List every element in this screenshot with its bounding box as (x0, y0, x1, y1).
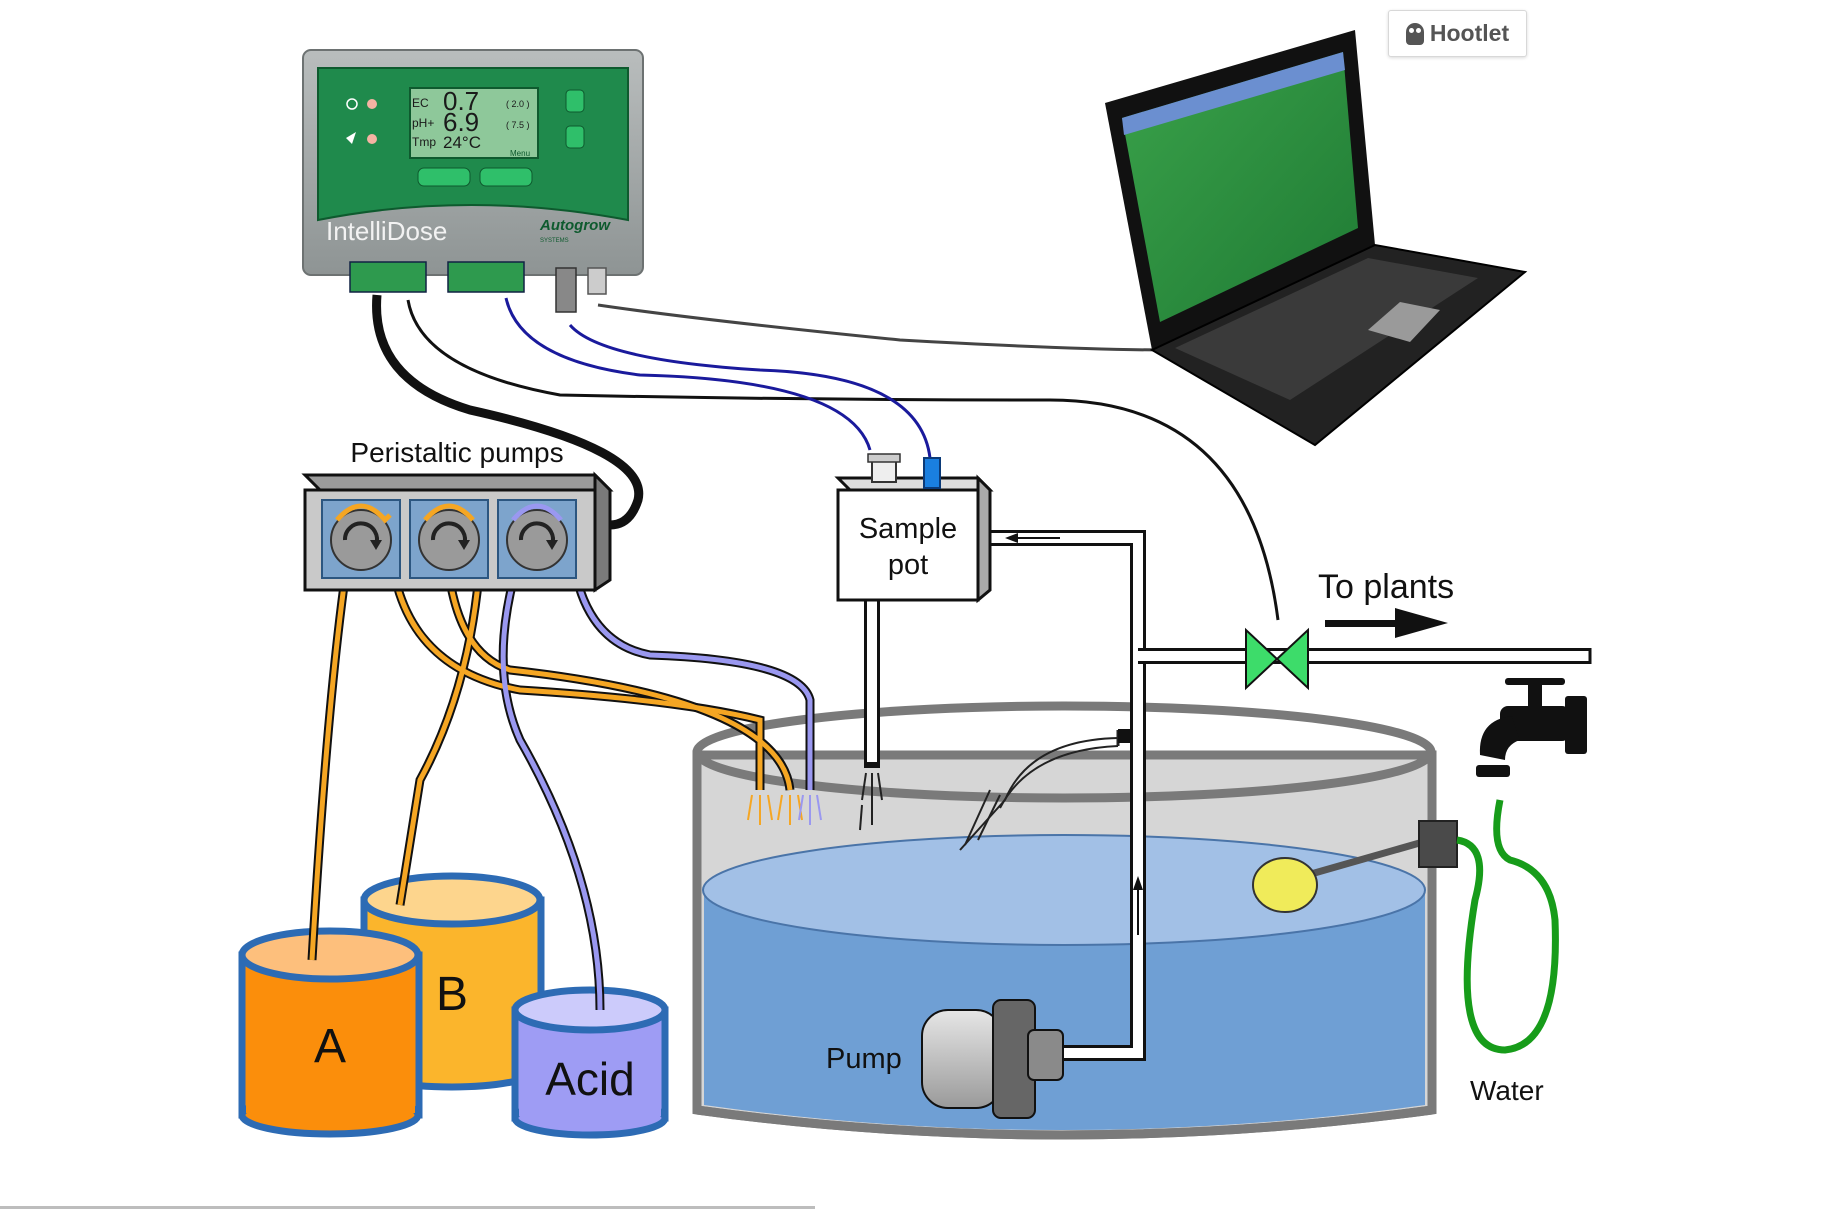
trackpad (1368, 302, 1440, 342)
autogrow-logo-sub: SYSTEMS (540, 238, 569, 244)
sample-drip (859, 772, 883, 831)
lcd-row-2-setpoint: ( 7.5 ) (506, 120, 530, 130)
water-hose (1456, 799, 1559, 1054)
pump-label: Pump (826, 1043, 902, 1075)
autogrow-logo: Autogrow (539, 217, 611, 234)
to-plants-label: To plants (1318, 568, 1454, 606)
float-valve (1252, 820, 1458, 913)
pump-head-2 (409, 499, 489, 579)
peristaltic-pumps-label: Peristaltic pumps (350, 437, 563, 468)
lcd-row-1-setpoint: ( 2.0 ) (506, 99, 530, 109)
signal-icon (346, 132, 356, 144)
hootlet-button[interactable]: Hootlet (1388, 10, 1527, 57)
sensor-probe-ec (923, 457, 941, 489)
lcd-row-2-label: pH+ (412, 116, 434, 130)
water-label: Water (1470, 1075, 1544, 1106)
keyboard (1175, 258, 1478, 400)
tank-rim (692, 701, 1436, 803)
lcd-row-2-value: 6.9 (443, 107, 479, 137)
left-soft-button[interactable] (417, 167, 471, 187)
owl-icon (1405, 22, 1424, 45)
status-led-2 (367, 134, 377, 144)
sample-pot-label-line1: Sample (859, 513, 957, 545)
controller-screen-text: EC 0.7 ( 2.0 ) pH+ 6.9 ( 7.5 ) Tmp 24°C … (412, 86, 530, 158)
lcd-row-3-value: 24°C (443, 133, 481, 152)
reservoir-tank (692, 701, 1437, 1140)
pump-head-1 (321, 499, 401, 579)
pump-head-3 (497, 499, 577, 579)
tap-icon (1476, 678, 1587, 777)
controller-lcd (409, 87, 539, 159)
down-button[interactable] (565, 125, 585, 149)
usb-port (587, 267, 607, 295)
laptop[interactable] (1105, 30, 1528, 447)
power-icon[interactable] (346, 98, 358, 110)
valve-icon[interactable] (1245, 627, 1309, 691)
lcd-menu-tag: Menu (510, 149, 530, 158)
water-surface (702, 834, 1426, 946)
sample-pot-label-line2: pot (888, 549, 928, 581)
container-a-label: A (314, 1020, 346, 1073)
container-a (238, 927, 423, 1138)
laptop-screen (1122, 52, 1358, 322)
hootlet-label: Hootlet (1429, 20, 1510, 46)
terminal-block-1 (349, 261, 427, 293)
container-acid (511, 986, 669, 1139)
container-b-label: B (436, 968, 468, 1021)
intellidose-controller[interactable] (302, 49, 644, 313)
up-button[interactable] (565, 89, 585, 113)
sensor-probe-ph (867, 453, 901, 483)
bnc-connector (555, 267, 577, 313)
lcd-row-1-value: 0.7 (443, 86, 479, 116)
to-plants-arrow-icon (1325, 608, 1448, 638)
plumbing (864, 530, 1595, 1061)
right-soft-button[interactable] (479, 167, 533, 187)
terminal-block-2 (447, 261, 525, 293)
container-acid-label: Acid (545, 1053, 634, 1105)
bottom-divider (0, 1206, 815, 1209)
status-led (367, 99, 377, 109)
peristaltic-pumps (301, 471, 614, 593)
lcd-row-1-label: EC (412, 96, 429, 110)
controller-brand: IntelliDose (326, 216, 447, 246)
lcd-row-3-label: Tmp (412, 135, 436, 149)
submersible-pump (921, 999, 1064, 1119)
cables (372, 294, 1280, 621)
sample-pot (834, 453, 994, 604)
